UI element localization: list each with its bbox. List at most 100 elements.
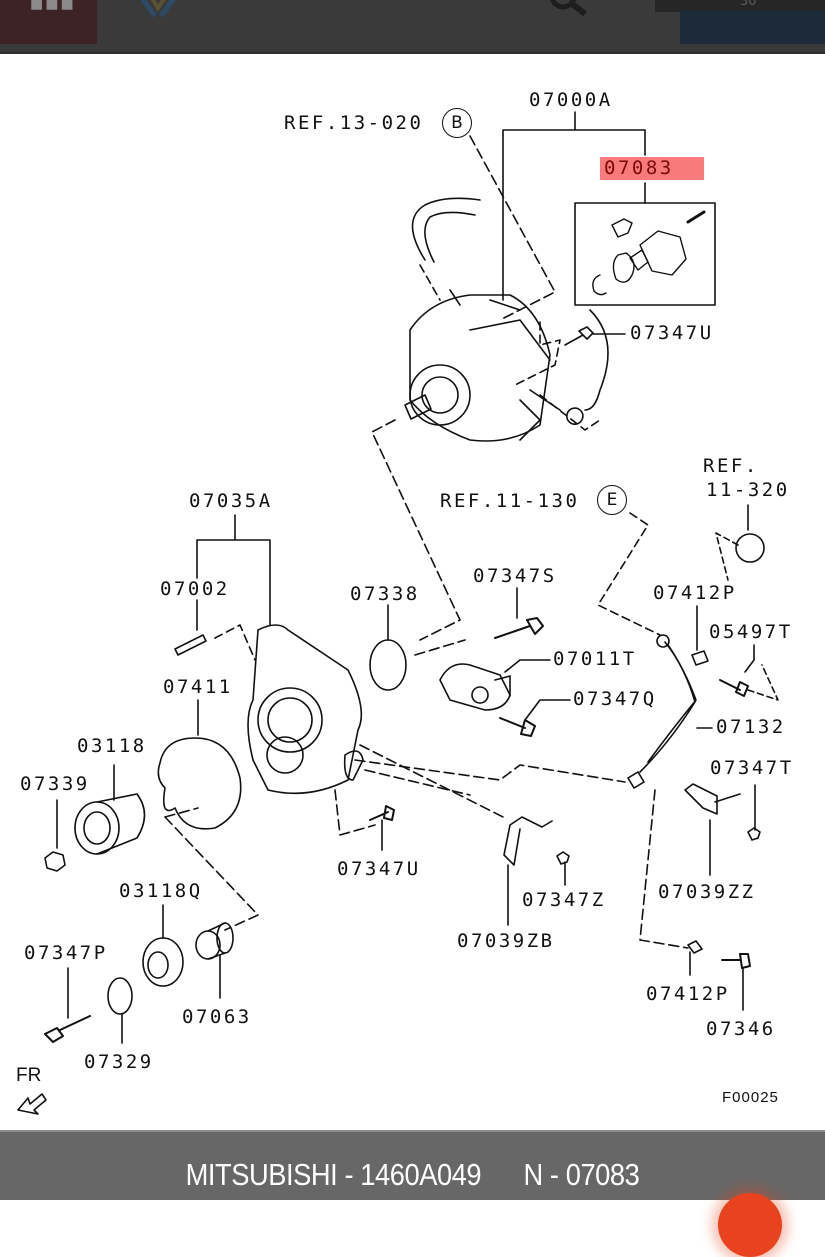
- part-label-07039ZZ[interactable]: 07039ZZ: [658, 881, 756, 903]
- part-label-07347P[interactable]: 07347P: [24, 942, 108, 964]
- part-label-05497T[interactable]: 05497T: [709, 621, 793, 643]
- bolt-07347U-top: [564, 326, 626, 346]
- caption-separator-1: -: [344, 1157, 354, 1192]
- part-label-07347U-bottom[interactable]: 07347U: [337, 858, 421, 880]
- part-label-07039ZB[interactable]: 07039ZB: [457, 930, 555, 952]
- part-caption-bar: MITSUBISHI - 1460A049 N - 07083: [0, 1130, 825, 1200]
- caption-part-number: 1460A049: [360, 1157, 482, 1192]
- sensor-dash: [747, 664, 779, 701]
- parts-diagram: REF.13-020 B 07000A 07083 07347U REF.11-…: [0, 54, 825, 1130]
- bolt-07347Q: [499, 717, 536, 737]
- cart-button[interactable]: [680, 10, 825, 44]
- bracket-07039ZZ: [684, 783, 741, 815]
- caption-separator-2: -: [549, 1157, 559, 1192]
- search-icon[interactable]: [545, 0, 593, 16]
- hose-part: [411, 197, 481, 263]
- housing-dash-2: [359, 744, 506, 819]
- bolt-07347T: [747, 827, 761, 841]
- part-label-07412P-top[interactable]: 07412P: [653, 582, 737, 604]
- bolt-07347P: [44, 1015, 91, 1043]
- leader-05497T: [744, 644, 755, 673]
- part-label-07347Z[interactable]: 07347Z: [522, 889, 606, 911]
- part-label-07063[interactable]: 07063: [182, 1006, 252, 1028]
- shaft-dash: [371, 419, 461, 641]
- pump-dash-2: [539, 394, 601, 431]
- clip-07412P-bottom: [687, 940, 703, 954]
- ref-11-130-label: REF.11-130: [440, 490, 580, 512]
- part-label-07329[interactable]: 07329: [84, 1051, 154, 1073]
- ref-e-circle[interactable]: E: [597, 485, 627, 515]
- part-label-07412P-bottom[interactable]: 07412P: [646, 983, 730, 1005]
- housing-dash-3: [354, 759, 626, 783]
- pipe-dash-lower: [639, 789, 689, 949]
- gasket-dash: [164, 807, 259, 931]
- nut-07339: [44, 851, 66, 872]
- caption-ref-number: 07083: [565, 1157, 640, 1192]
- pump-connector: [566, 309, 609, 425]
- front-direction-label: FR: [16, 1065, 42, 1086]
- ref-13-020-label: REF.13-020: [284, 112, 424, 134]
- solenoid-valve-part: [592, 210, 706, 296]
- o-ring-dash: [414, 639, 466, 656]
- ref-11-320-line1: REF.: [703, 455, 759, 477]
- figure-id: F00025: [722, 1089, 779, 1106]
- caption-ref-prefix: N: [523, 1157, 544, 1192]
- bolt-07347U-bottom: [369, 805, 395, 821]
- chat-fab-button[interactable]: [718, 1193, 782, 1257]
- ref-e-leader: [597, 512, 661, 636]
- part-label-07035A[interactable]: 07035A: [189, 490, 273, 512]
- part-label-07000A[interactable]: 07000A: [529, 89, 613, 111]
- top-header: ■■■ 30: [0, 0, 825, 54]
- clip-07412P-top: [691, 650, 709, 666]
- pipe-nut-top: [656, 634, 670, 648]
- front-arrow-icon: [17, 1093, 47, 1115]
- tensioner-07011T: [439, 663, 511, 711]
- pipe-nut-bottom: [627, 771, 645, 789]
- part-label-07346[interactable]: 07346: [706, 1018, 776, 1040]
- caption-brand: MITSUBISHI: [185, 1157, 338, 1192]
- bolt-07346: [721, 953, 751, 969]
- menu-button[interactable]: ■■■: [0, 0, 97, 44]
- part-label-07411[interactable]: 07411: [163, 676, 233, 698]
- part-label-07347S[interactable]: 07347S: [473, 565, 557, 587]
- part-ref-11-320: [735, 533, 765, 563]
- part-label-03118[interactable]: 03118: [77, 735, 147, 757]
- part-label-07347Q[interactable]: 07347Q: [573, 688, 657, 710]
- dowel-dash: [214, 624, 256, 661]
- leader-07347Q: [524, 699, 571, 721]
- bracket-07039ZB: [503, 816, 553, 866]
- part-label-07347U-top[interactable]: 07347U: [630, 322, 714, 344]
- part-label-07011T[interactable]: 07011T: [553, 648, 637, 670]
- fuel-pump-part: [404, 289, 561, 442]
- cart-count: 30: [740, 0, 757, 9]
- diagram-drawing: [17, 111, 779, 1115]
- housing-dash-1: [334, 789, 376, 836]
- cart-header: [655, 0, 825, 12]
- part-label-03118Q[interactable]: 03118Q: [119, 880, 203, 902]
- leader-07011T: [504, 659, 551, 673]
- dowel-pin-part: [174, 634, 207, 656]
- ref-b-circle[interactable]: B: [442, 108, 472, 138]
- housing-dash-4: [364, 769, 471, 796]
- gasket-07411: [157, 737, 242, 830]
- bushing-07063: [195, 922, 234, 960]
- part-label-07002[interactable]: 07002: [160, 578, 230, 600]
- part-label-07347T[interactable]: 07347T: [710, 757, 794, 779]
- part-label-07338[interactable]: 07338: [350, 583, 420, 605]
- part-label-07083-highlighted[interactable]: 07083: [600, 157, 704, 180]
- part-caption: MITSUBISHI - 1460A049 N - 07083: [50, 1157, 776, 1193]
- brand-logo-icon[interactable]: [135, 0, 181, 20]
- bolt-07347Z: [556, 851, 570, 865]
- pump-dash-1: [514, 321, 561, 386]
- sensor-05497T: [719, 679, 749, 697]
- o-ring-07338: [369, 639, 407, 691]
- ref-11-320-line2: 11-320: [706, 479, 790, 501]
- pump-housing-part: [247, 624, 364, 795]
- part-label-07132[interactable]: 07132: [716, 716, 786, 738]
- washer-07329: [107, 977, 133, 1015]
- leader-07000A: [502, 111, 646, 301]
- bolt-07347S: [494, 617, 544, 639]
- callout-box-07083: [574, 202, 716, 306]
- ref-b-leader: [469, 135, 556, 321]
- part-label-07339[interactable]: 07339: [20, 773, 90, 795]
